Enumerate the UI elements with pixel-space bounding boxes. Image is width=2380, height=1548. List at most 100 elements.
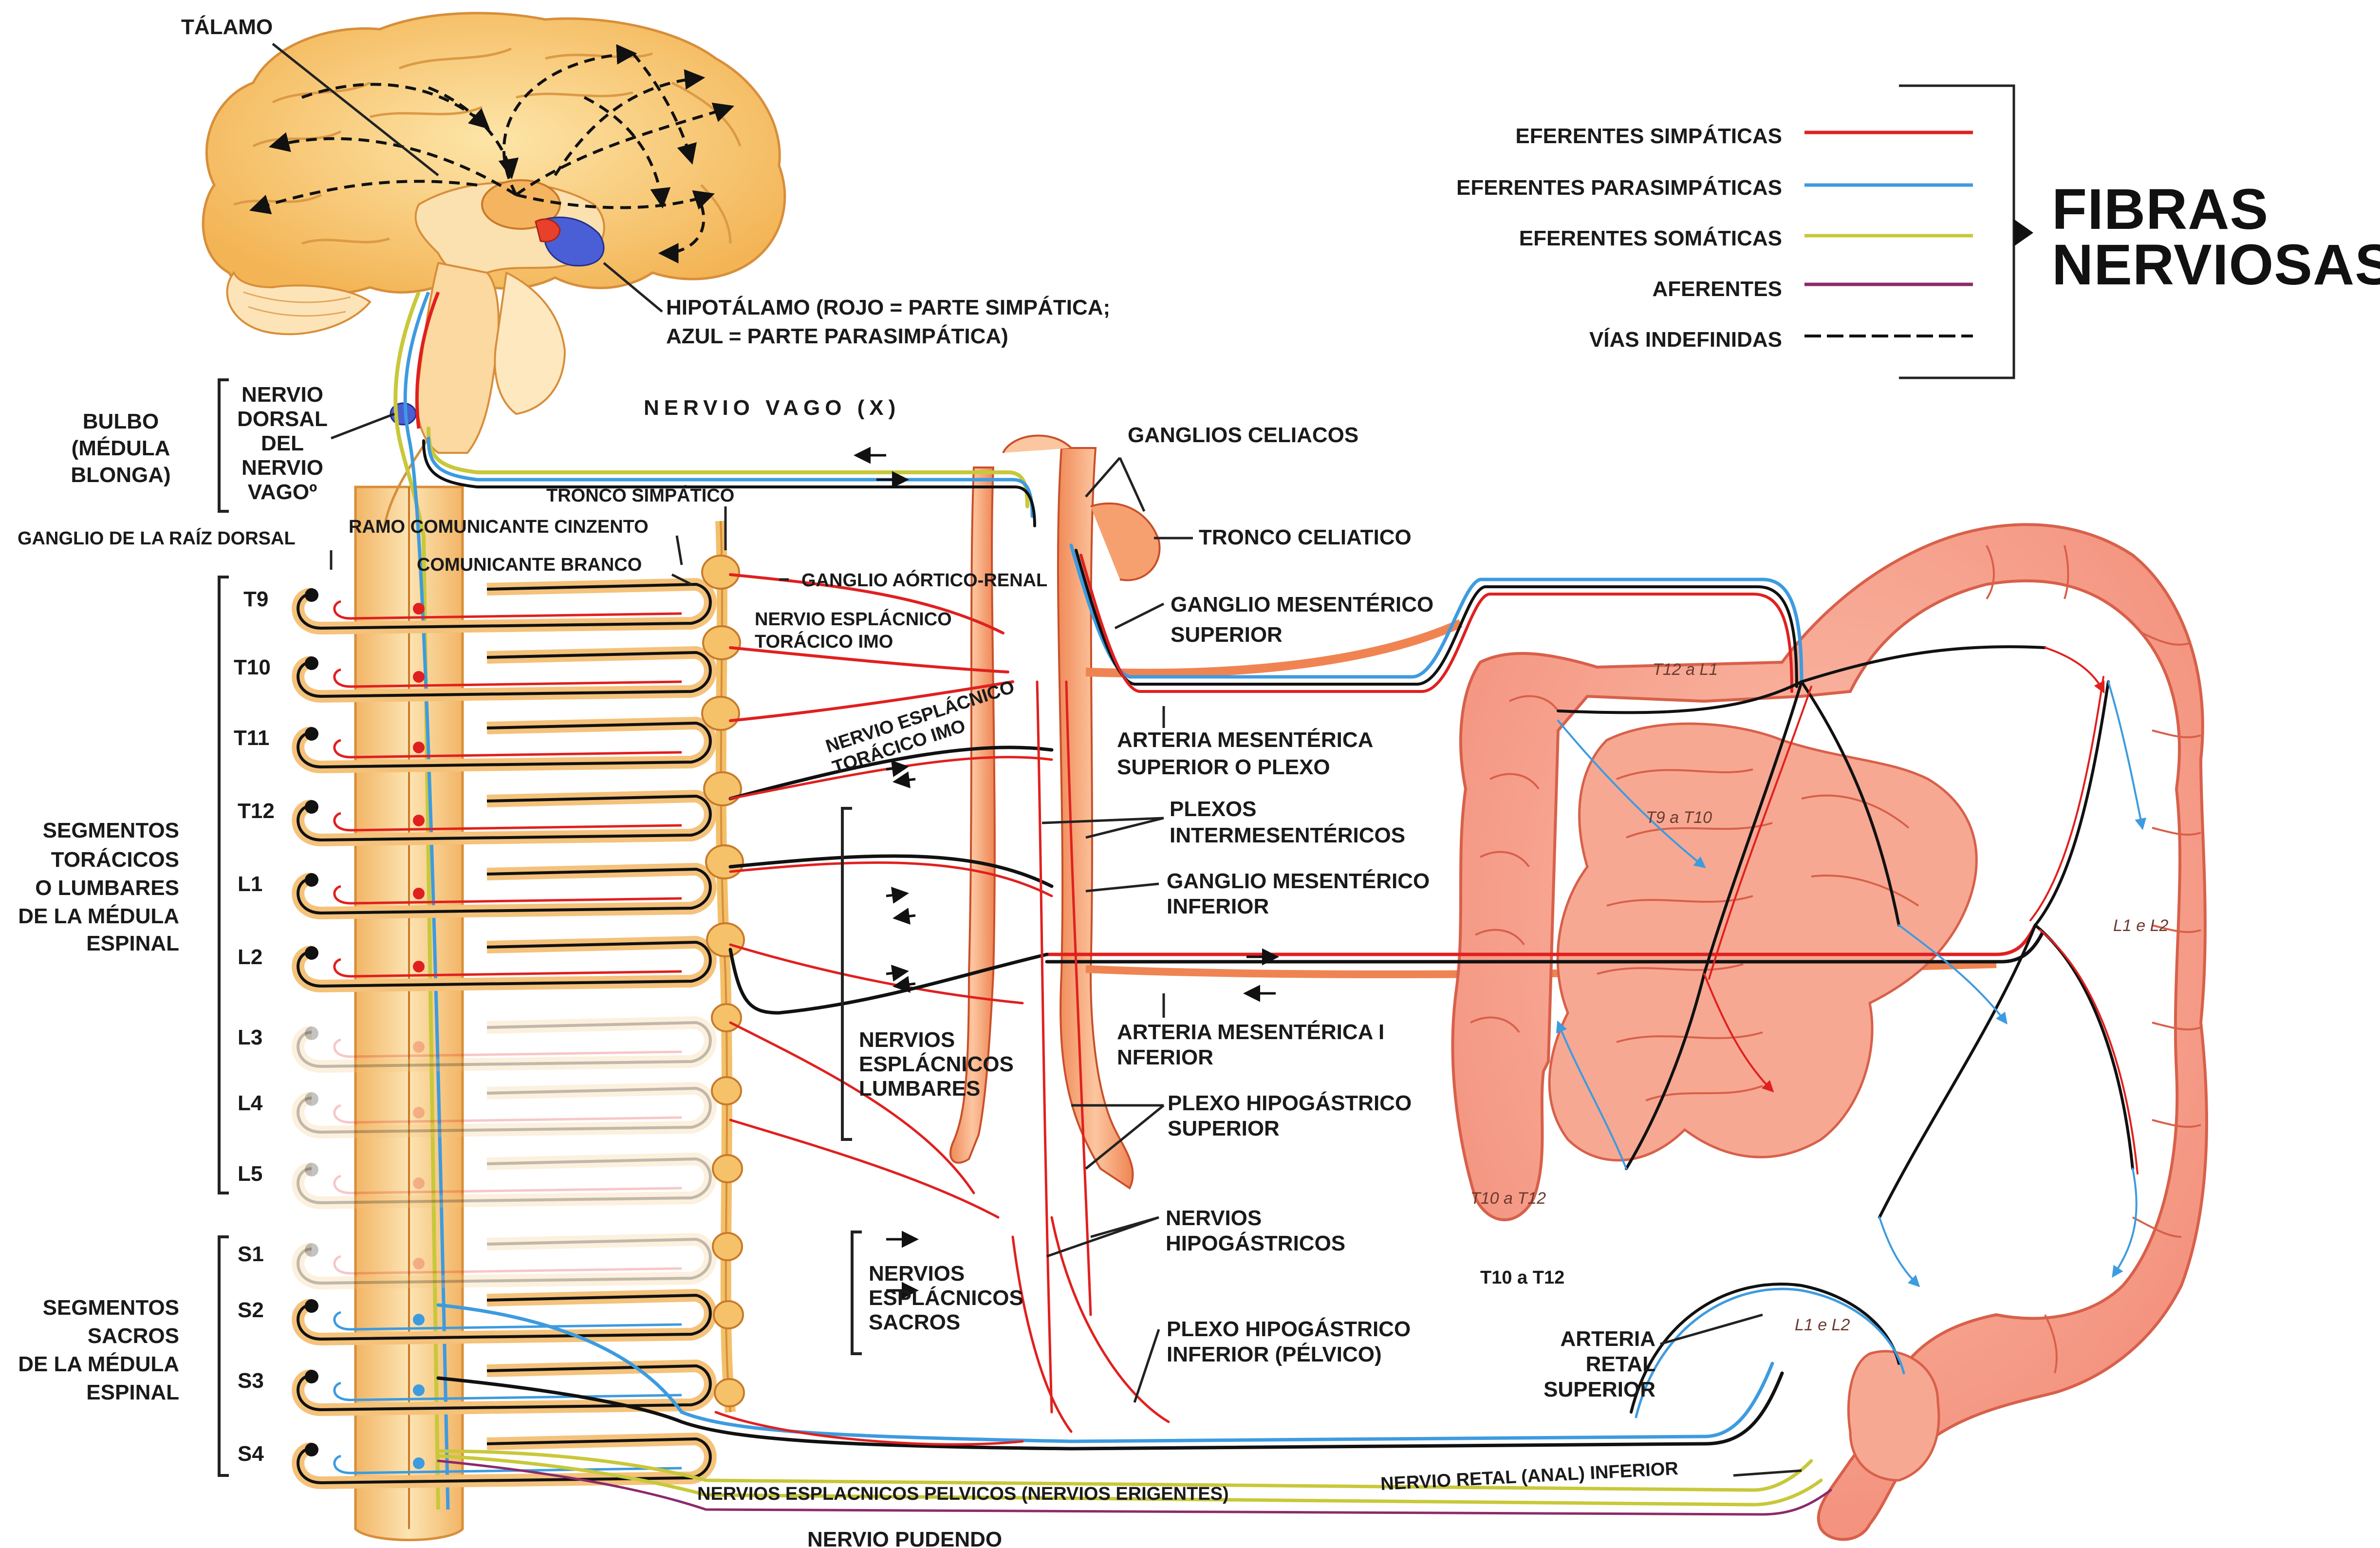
label-arteria-mes-sup: ARTERIA MESENTÉRICA SUPERIOR O PLEXO	[1117, 727, 1373, 779]
ventral-horn-cell	[413, 1258, 425, 1269]
direction-arrows	[854, 447, 1279, 1299]
legend-item: EFERENTES SIMPÁTICAS	[1515, 124, 1973, 148]
label-arteria-mes-inf-line2: NFERIOR	[1117, 1045, 1213, 1069]
label-ganglio-mes-sup-line2: SUPERIOR	[1171, 623, 1283, 647]
label-arteria-retal-line1: ARTERIA	[1560, 1327, 1655, 1351]
label-ganglio-aortico: GANGLIO AÓRTICO-RENAL	[801, 569, 1047, 591]
label-nervios-hipogastricos: NERVIOS HIPOGÁSTRICOS	[1166, 1206, 1345, 1255]
label-plexos-intermes-line1: PLEXOS	[1170, 797, 1257, 821]
colon-label-t10-t12: T10 a T12	[1470, 1189, 1546, 1208]
dorsal-root-ganglion	[305, 656, 318, 670]
segment-afferent-loop	[297, 1086, 712, 1134]
segment-afferent-loop	[297, 1157, 712, 1205]
label-nervios-lumb-line1: NERVIOS	[859, 1028, 955, 1052]
label-nervio-vago: NERVIO VAGO (X)	[644, 396, 900, 420]
colon-label-t9-t10: T9 a T10	[1646, 808, 1712, 827]
colon-label-l1-l2-low: L1 e L2	[1795, 1316, 1850, 1334]
segment-efferent-loop	[333, 739, 682, 759]
legend: FIBRAS NERVIOSAS EFERENTES SIMPÁTICAS EF…	[1456, 84, 2380, 379]
segment-label-l3: L3	[238, 1026, 262, 1049]
label-nervios-lumb-line3: LUMBARES	[859, 1077, 980, 1100]
dorsal-root-ganglion	[305, 588, 318, 602]
label-ganglio-mesenterico-sup: GANGLIO MESENTÉRICO SUPERIOR	[1171, 592, 1433, 647]
segment-label-s2: S2	[238, 1298, 264, 1322]
segment-label-s3: S3	[238, 1369, 264, 1393]
leader-ganglios-celiacos	[1085, 457, 1146, 512]
legend-item: VÍAS INDEFINIDAS	[1589, 327, 1973, 352]
dorsal-root-ganglion	[305, 1243, 318, 1257]
segment-label-l4: L4	[238, 1091, 263, 1115]
legend-bracket	[1899, 84, 2015, 379]
label-ganglio-mes-sup-line1: GANGLIO MESENTÉRICO	[1171, 592, 1433, 616]
leader-nervios-hip	[1046, 1216, 1159, 1258]
legend-title-line2: NERVIOSAS	[2052, 233, 2380, 297]
leader-comunicante-branco	[671, 573, 692, 586]
label-tronco-simpatico: TRONCO SIMPÁTICO	[546, 485, 734, 506]
segment-nerve-loops	[292, 578, 717, 1490]
segment-afferent-loop	[297, 940, 712, 988]
label-hipotalamo-line1: HIPOTÁLAMO (ROJO = PARTE SIMPÁTICA;	[666, 295, 1110, 319]
legend-label-simpaticas: EFERENTES SIMPÁTICAS	[1515, 124, 1782, 148]
brace-thoracolumbar	[218, 576, 229, 1194]
label-nervio-dorsal: NERVIO DORSAL DEL NERVIO VAGOº	[237, 383, 328, 504]
segment-efferent-loop	[333, 958, 682, 978]
segment-afferent-loop	[297, 651, 712, 698]
legend-label-vias-indefinidas: VÍAS INDEFINIDAS	[1589, 327, 1782, 352]
segment-afferent-loop	[297, 794, 712, 842]
segment-afferent-loop	[297, 582, 712, 630]
leader-nervio-retal	[1733, 1469, 1802, 1477]
label-arteria-retal-line3: SUPERIOR	[1543, 1378, 1655, 1401]
label-nervios-sac-line1: NERVIOS	[869, 1262, 965, 1286]
label-nervio-dorsal-line4: NERVIO	[242, 456, 323, 480]
segment-nerve-band	[292, 1082, 717, 1139]
label-plexo-hipogastrico-inf: PLEXO HIPOGÁSTRICO INFERIOR (PÉLVICO)	[1167, 1317, 1411, 1366]
colon-label-t12-l1: T12 a L1	[1653, 660, 1718, 679]
label-nervios-lumb-line2: ESPLÁCNICOS	[859, 1052, 1014, 1076]
segment-nerve-band	[292, 1152, 717, 1210]
label-arteria-retal-sup: ARTERIA RETAL SUPERIOR	[1543, 1327, 1655, 1401]
label-nervio-dorsal-line1: NERVIO	[242, 383, 323, 407]
label-ganglio-mes-inf: GANGLIO MESENTÉRICO INFERIOR	[1167, 869, 1430, 918]
segment-labels: T9 T10 T11 T12 L1 L2 L3 L4 L5 S1 S2 S3 S…	[234, 587, 275, 1466]
label-ganglios-celiacos: GANGLIOS CELIACOS	[1128, 423, 1358, 447]
label-plexo-hip-inf-line2: INFERIOR (PÉLVICO)	[1167, 1342, 1382, 1366]
dorsal-root-ganglion	[305, 1299, 318, 1313]
segment-afferent-loop	[297, 721, 712, 769]
ventral-horn-cell	[413, 603, 425, 615]
segment-efferent-loop	[333, 885, 682, 905]
brace-sacral-splanchnic	[851, 1231, 862, 1355]
brain-undefined-pathways	[249, 44, 734, 263]
label-t10-t12: T10 a T12	[1480, 1268, 1564, 1288]
ventral-horn-cell	[413, 1177, 425, 1189]
label-nervios-esplacnicos-sacros: NERVIOS ESPLÁCNICOS SACROS	[869, 1262, 1023, 1334]
segment-label-s1: S1	[238, 1242, 264, 1266]
label-nervio-dorsal-line2: DORSAL	[237, 407, 328, 431]
segment-afferent-loop	[297, 1021, 712, 1068]
ventral-horn-cell	[413, 742, 425, 753]
label-nervios-hip-line1: NERVIOS	[1166, 1206, 1262, 1230]
segment-label-l5: L5	[238, 1162, 262, 1186]
label-nervios-hip-line2: HIPOGÁSTRICOS	[1166, 1231, 1345, 1255]
segment-efferent-loop	[333, 668, 682, 688]
segment-label-l1: L1	[238, 872, 262, 896]
legend-title-line1: FIBRAS	[2052, 177, 2268, 242]
label-plexos-intermes: PLEXOS INTERMESENTÉRICOS	[1170, 797, 1405, 847]
label-bulbo-line2: (MÉDULA	[72, 436, 170, 460]
segment-nerve-band	[292, 1016, 717, 1073]
leader-ramo-comunicante	[675, 535, 683, 565]
label-seg-sac-line4: ESPINAL	[86, 1380, 179, 1404]
label-ganglio-mes-inf-line1: GANGLIO MESENTÉRICO	[1167, 869, 1430, 893]
label-esplacnico-imo-line1: NERVIO ESPLÁCNICO	[755, 608, 952, 630]
label-seg-sac-line3: DE LA MÉDULA	[18, 1352, 179, 1376]
ventral-horn-cell	[413, 815, 425, 826]
label-ramo-comunicante: RAMO COMUNICANTE CINZENTO	[349, 517, 649, 537]
label-seg-tor-line4: DE LA MÉDULA	[18, 904, 179, 928]
ventral-horn-cell	[413, 1384, 425, 1396]
label-nervio-pudendo: NERVIO PUDENDO	[807, 1528, 1002, 1548]
label-talamo: TÁLAMO	[181, 15, 273, 39]
segment-afferent-loop	[297, 867, 712, 915]
segment-efferent-loop	[333, 1038, 682, 1058]
segment-label-t12: T12	[238, 799, 275, 823]
colon-label-l1-l2-right: L1 e L2	[2113, 916, 2169, 935]
